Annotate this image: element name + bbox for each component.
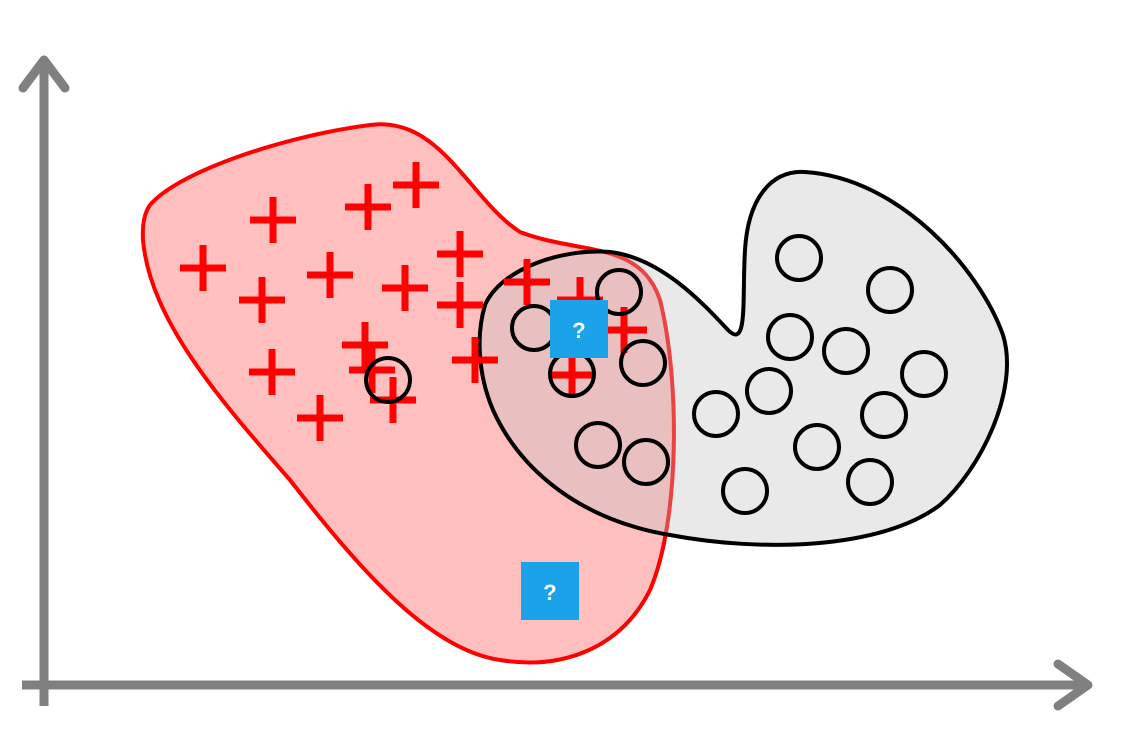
plus-marker bbox=[345, 184, 391, 230]
plus-marker bbox=[239, 277, 285, 323]
circle-marker bbox=[574, 421, 622, 469]
plus-marker bbox=[437, 282, 483, 328]
unknown-point-label: ? bbox=[543, 580, 556, 605]
circle-marker bbox=[692, 390, 740, 438]
circle-marker bbox=[900, 350, 948, 398]
plus-marker bbox=[342, 322, 388, 368]
plus-marker bbox=[393, 162, 439, 208]
circle-marker bbox=[775, 234, 823, 282]
circle-marker bbox=[822, 327, 870, 375]
plus-marker bbox=[437, 231, 483, 277]
class-a-markers bbox=[180, 162, 647, 441]
circle-marker bbox=[364, 356, 412, 404]
circle-marker bbox=[793, 423, 841, 471]
class-b-region bbox=[477, 169, 1009, 547]
plus-marker bbox=[250, 197, 296, 243]
class-a-region bbox=[140, 122, 676, 665]
plus-marker bbox=[349, 347, 395, 393]
plus-marker bbox=[452, 337, 498, 383]
circle-marker bbox=[619, 339, 667, 387]
unknown-point-label: ? bbox=[572, 318, 585, 343]
circle-marker bbox=[595, 268, 643, 316]
plus-marker bbox=[249, 349, 295, 395]
plus-marker bbox=[549, 352, 595, 398]
circle-marker bbox=[860, 391, 908, 439]
unknown-point: ? bbox=[550, 300, 608, 358]
unknown-point: ? bbox=[521, 562, 579, 620]
plus-marker bbox=[382, 265, 428, 311]
circle-marker bbox=[622, 438, 670, 486]
plus-marker bbox=[307, 252, 353, 298]
x-axis-arrowhead bbox=[1053, 659, 1093, 711]
circle-marker bbox=[745, 367, 793, 415]
unknown-point-box bbox=[550, 300, 608, 358]
class-b-markers bbox=[364, 234, 948, 515]
circle-marker bbox=[766, 313, 814, 361]
axes bbox=[18, 55, 1093, 711]
plus-marker bbox=[504, 259, 550, 305]
circle-marker bbox=[846, 458, 894, 506]
y-axis-arrowhead bbox=[18, 55, 70, 93]
unknown-point-box bbox=[521, 562, 579, 620]
circle-marker bbox=[721, 467, 769, 515]
plus-marker bbox=[297, 395, 343, 441]
circle-marker bbox=[866, 266, 914, 314]
plus-marker bbox=[180, 245, 226, 291]
